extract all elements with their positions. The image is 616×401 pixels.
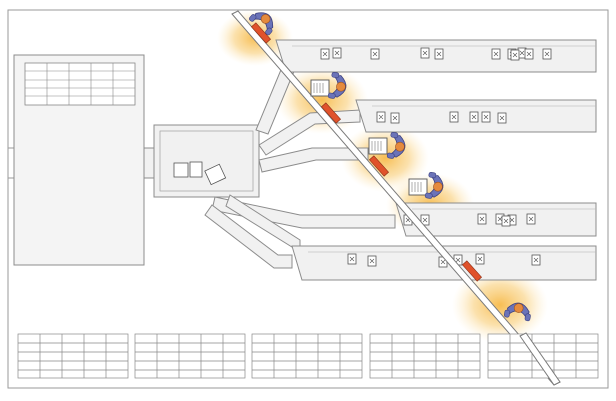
hub-box [189,161,203,178]
storage-rack [369,333,481,379]
workstation [368,137,388,155]
bottom-storage-racks [17,333,599,379]
hub-box [173,162,189,178]
left-storage-grid [24,62,136,106]
hub-box [204,163,227,186]
scanner-bar [461,260,483,282]
scanner-bar [250,22,272,44]
left-storage-block [13,54,145,266]
workstation [408,178,428,196]
lane-inner-lines [292,45,596,253]
central-hub [153,124,260,198]
storage-rack [17,333,129,379]
storage-rack [251,333,363,379]
connector-corridor [143,147,155,179]
scanner-bar [368,155,390,177]
workstation [310,79,330,97]
scanner-line-overlay [519,332,561,386]
storage-rack [487,333,599,379]
building-outline [7,9,609,389]
scanner-bars [250,22,483,282]
scanner-bar [320,102,342,124]
glow-spot [341,124,429,192]
storage-rack [134,333,246,379]
